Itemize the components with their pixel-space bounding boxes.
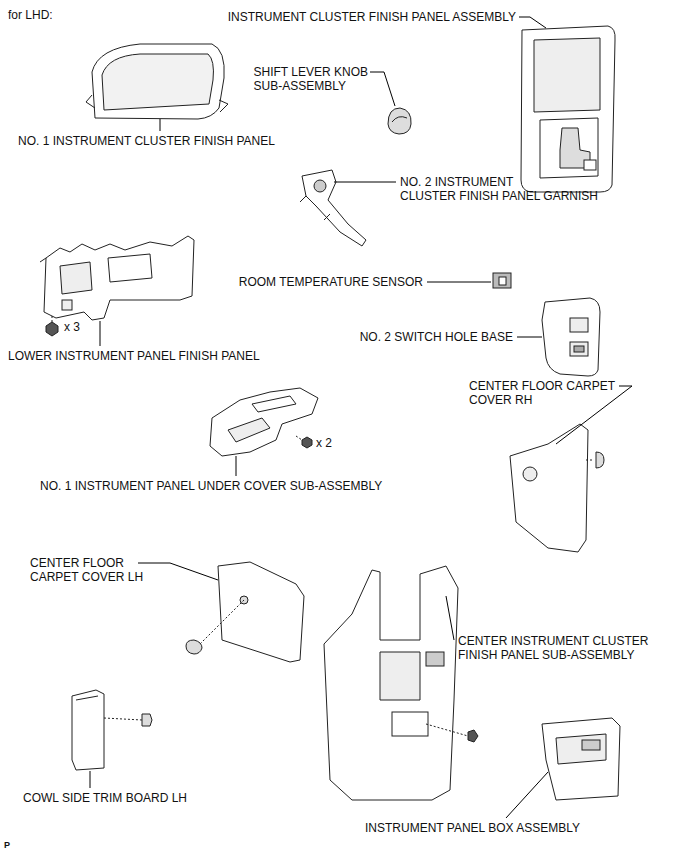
quantity-note: x 3 [64, 320, 80, 334]
part-label: LOWER INSTRUMENT PANEL FINISH PANEL [8, 349, 260, 363]
part-label: CENTER INSTRUMENT CLUSTER FINISH PANEL S… [458, 634, 648, 662]
under-cover [210, 388, 318, 456]
part-label: NO. 2 SWITCH HOLE BASE [360, 330, 513, 344]
note-text: for LHD: [8, 8, 53, 22]
part-label: CENTER FLOOR CARPET COVER LH [30, 556, 143, 584]
part-label: CENTER FLOOR CARPET COVER RH [469, 379, 615, 407]
cluster-finish-panel [521, 26, 615, 192]
part-label: NO. 2 INSTRUMENT CLUSTER FINISH PANEL GA… [400, 175, 598, 203]
carpet-cover-lh [186, 562, 304, 662]
panel-box [542, 718, 620, 800]
shift-knob [388, 108, 411, 134]
part-label: COWL SIDE TRIM BOARD LH [23, 791, 187, 805]
part-label: SHIFT LEVER KNOB SUB-ASSEMBLY [254, 65, 368, 93]
center-cluster-panel [324, 566, 478, 800]
part-label: ROOM TEMPERATURE SENSOR [239, 275, 423, 289]
cluster-hood [86, 44, 228, 119]
screw [296, 436, 312, 448]
switch-hole-base [542, 298, 600, 376]
part-label: NO. 1 INSTRUMENT CLUSTER FINISH PANEL [18, 134, 275, 148]
cowl-side-trim [72, 690, 152, 770]
part-label: NO. 1 INSTRUMENT PANEL UNDER COVER SUB-A… [40, 479, 382, 493]
garnish [300, 170, 366, 246]
sensor [493, 273, 511, 288]
figure-code: P [4, 840, 10, 851]
part-label: INSTRUMENT CLUSTER FINISH PANEL ASSEMBLY [228, 10, 516, 24]
lower-finish-panel [40, 236, 194, 320]
part-label: INSTRUMENT PANEL BOX ASSEMBLY [365, 821, 580, 835]
screw [46, 314, 58, 336]
quantity-note: x 2 [316, 436, 332, 450]
